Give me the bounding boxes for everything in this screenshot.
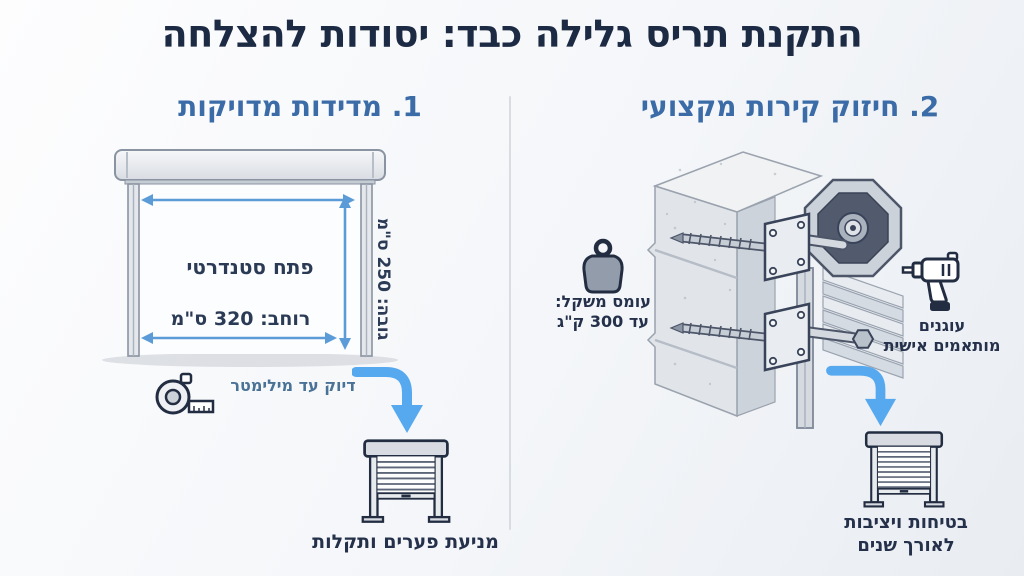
anchor-note-line1: עוגנים: [918, 316, 966, 335]
floor-shadow: [102, 353, 398, 367]
right-caption-line1: בטיחות ויציבות: [844, 512, 968, 533]
section-heading-measurements: 1. מדידות מדויקות: [178, 90, 422, 123]
opening-label: פתח סטנדרטי: [186, 255, 314, 279]
curved-arrow-icon: [352, 367, 423, 433]
roller-box-lip: [124, 179, 376, 185]
rolling-shutter-icon: [863, 431, 945, 508]
anchor-note-line2: מותאמים אישית: [883, 336, 1001, 355]
shutter-frame-diagram: [102, 149, 398, 367]
right-caption-line2: לאורך שנים: [857, 534, 955, 556]
anchor-note: עוגנים מותאמים אישית: [862, 316, 1022, 356]
wall-mount-illustration: [646, 151, 904, 429]
rolling-shutter-icon: [361, 439, 451, 523]
lower-anchor: [669, 302, 875, 372]
page-title: התקנת תריס גלילה כבד: יסודות להצלחה: [161, 12, 863, 56]
left-caption: מניעת פערים ותקלות: [312, 531, 499, 553]
dimension-arrows: [141, 194, 355, 350]
upper-anchor: [669, 212, 849, 282]
weight-icon: [582, 238, 624, 294]
roller-box: [114, 149, 386, 181]
right-caption: בטיחות ויציבות לאורך שנים: [832, 512, 980, 557]
roller-housing: [803, 178, 903, 278]
shutter-opening: [139, 182, 361, 354]
drill-icon: [901, 251, 960, 311]
weight-note: עומס משקל: עד 300 ק"ג: [535, 292, 671, 332]
tape-measure-icon: [155, 372, 215, 415]
section-divider: [509, 96, 511, 530]
width-dimension-label: רוחב: 320 ס"מ: [170, 308, 311, 330]
precision-note: דיוק עד מילימטר: [230, 376, 356, 395]
concrete-wall: [646, 151, 824, 418]
section-heading-wall-reinforcement: 2. חיזוק קירות מקצועי: [640, 90, 940, 123]
weight-note-line1: עומס משקל:: [555, 292, 651, 311]
weight-note-line2: עד 300 ק"ג: [557, 312, 649, 331]
height-dimension-label: גובה: 250 ס"מ: [373, 217, 393, 341]
curved-arrow-icon: [826, 365, 897, 427]
